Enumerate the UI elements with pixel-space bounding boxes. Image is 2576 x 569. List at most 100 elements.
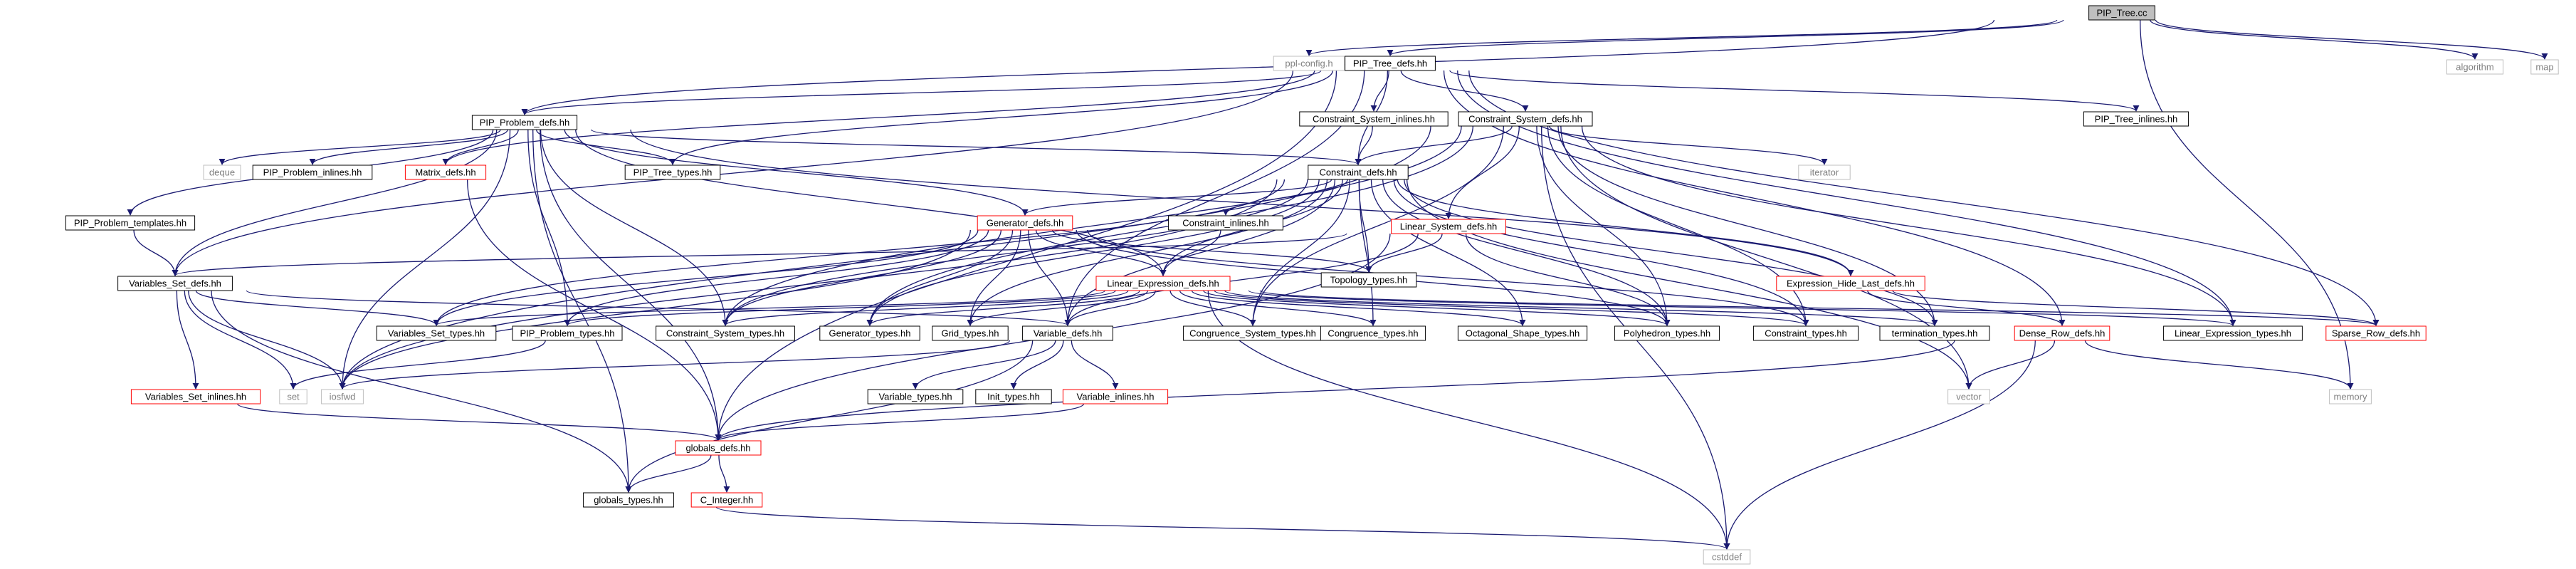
graph-node-variable-types-hh[interactable]: Variable_types.hh bbox=[867, 389, 964, 404]
node-label: ppl-config.h bbox=[1285, 58, 1332, 69]
include-edge bbox=[339, 129, 511, 390]
graph-node-congruence-system-types-hh[interactable]: Congruence_System_types.hh bbox=[1183, 325, 1323, 341]
node-label: Variable_types.hh bbox=[878, 392, 952, 402]
include-edge bbox=[1202, 290, 1671, 326]
node-label: iterator bbox=[1810, 167, 1839, 178]
graph-node-grid-types-hh[interactable]: Grid_types.hh bbox=[932, 325, 1009, 341]
graph-node-topology-types-hh[interactable]: Topology_types.hh bbox=[1320, 272, 1417, 288]
graph-node-linear-system-defs-hh[interactable]: Linear_System_defs.hh bbox=[1391, 219, 1506, 234]
node-label: Congruence_types.hh bbox=[1328, 328, 1418, 339]
node-box bbox=[1095, 276, 1231, 291]
graph-node-sparse-row-defs-hh[interactable]: Sparse_Row_defs.hh bbox=[2325, 325, 2427, 341]
graph-node-matrix-defs-hh[interactable]: Matrix_defs.hh bbox=[404, 165, 487, 180]
include-edge bbox=[564, 129, 1029, 216]
graph-node-variables-set-inlines-hh[interactable]: Variables_Set_inlines.hh bbox=[130, 389, 261, 404]
include-edge bbox=[1214, 290, 1809, 326]
node-label: Constraint_inlines.hh bbox=[1182, 218, 1268, 229]
graph-node-polyhedron-types-hh[interactable]: Polyhedron_types.hh bbox=[1614, 325, 1720, 341]
graph-node-termination-types-hh[interactable]: termination_types.hh bbox=[1879, 325, 1990, 341]
node-box bbox=[2088, 5, 2155, 21]
graph-node-congruence-types-hh[interactable]: Congruence_types.hh bbox=[1320, 325, 1426, 341]
graph-node-pip-problem-templates-hh[interactable]: PIP_Problem_templates.hh bbox=[65, 215, 196, 231]
include-edge bbox=[219, 129, 501, 165]
node-box bbox=[512, 325, 623, 341]
graph-node-dense-row-defs-hh[interactable]: Dense_Row_defs.hh bbox=[2014, 325, 2110, 341]
include-edge bbox=[172, 129, 498, 276]
include-edge bbox=[1370, 179, 1526, 326]
node-label: Congruence_System_types.hh bbox=[1189, 328, 1316, 339]
include-edge bbox=[466, 179, 722, 441]
graph-node-generator-defs-hh[interactable]: Generator_defs.hh bbox=[977, 215, 1073, 231]
include-edge bbox=[630, 129, 1854, 276]
node-label: Sparse_Row_defs.hh bbox=[2332, 328, 2420, 339]
graph-node-constraint-system-defs-hh[interactable]: Constraint_System_defs.hh bbox=[1458, 111, 1593, 127]
node-label: PIP_Problem_inlines.hh bbox=[263, 167, 362, 178]
graph-node-linear-expression-defs-hh[interactable]: Linear_Expression_defs.hh bbox=[1095, 276, 1231, 291]
node-box bbox=[404, 165, 487, 180]
include-edge bbox=[521, 70, 1322, 115]
include-edge bbox=[1259, 290, 2380, 326]
graph-node-expression-hide-last-defs-hh[interactable]: Expression_Hide_Last_defs.hh bbox=[1776, 276, 1925, 291]
include-edge bbox=[1071, 340, 1119, 390]
node-box bbox=[2325, 325, 2427, 341]
node-box bbox=[252, 165, 373, 180]
graph-node-globals-defs-hh[interactable]: globals_defs.hh bbox=[675, 440, 762, 456]
node-label: PIP_Problem_types.hh bbox=[520, 328, 615, 339]
include-edge bbox=[591, 129, 1362, 165]
include-edge bbox=[718, 454, 730, 493]
include-edge bbox=[172, 233, 1347, 276]
include-edge bbox=[722, 125, 1462, 326]
graph-node-ppl-config-h: ppl-config.h bbox=[1273, 56, 1345, 71]
node-box bbox=[2329, 389, 2372, 404]
node-label: PIP_Tree_inlines.hh bbox=[2095, 114, 2178, 125]
graph-node-constraint-system-inlines-hh[interactable]: Constraint_System_inlines.hh bbox=[1299, 111, 1449, 127]
include-edge bbox=[521, 19, 1995, 115]
graph-node-pip-problem-defs-hh[interactable]: PIP_Problem_defs.hh bbox=[471, 115, 578, 130]
graph-node-variables-set-types-hh[interactable]: Variables_Set_types.hh bbox=[376, 325, 497, 341]
node-label: PIP_Problem_defs.hh bbox=[480, 118, 569, 128]
include-edge bbox=[912, 340, 1056, 390]
graph-node-constraint-defs-hh[interactable]: Constraint_defs.hh bbox=[1308, 165, 1409, 180]
graph-node-pip-tree-cc[interactable]: PIP_Tree.cc bbox=[2088, 5, 2155, 21]
graph-node-octagonal-shape-types-hh[interactable]: Octagonal_Shape_types.hh bbox=[1457, 325, 1588, 341]
graph-node-pip-problem-types-hh[interactable]: PIP_Problem_types.hh bbox=[512, 325, 623, 341]
include-edge bbox=[2155, 19, 2548, 60]
node-box bbox=[376, 325, 497, 341]
graph-node-variable-inlines-hh[interactable]: Variable_inlines.hh bbox=[1062, 389, 1169, 404]
node-box bbox=[624, 165, 721, 180]
node-label: deque bbox=[209, 167, 235, 178]
include-edge bbox=[1035, 229, 1167, 276]
include-edge bbox=[1404, 179, 1938, 326]
graph-node-linear-expression-types-hh[interactable]: Linear_Expression_types.hh bbox=[2163, 325, 2303, 341]
graph-node-map: map bbox=[2530, 59, 2559, 75]
graph-node-constraint-system-types-hh[interactable]: Constraint_System_types.hh bbox=[656, 325, 795, 341]
graph-node-variable-defs-hh[interactable]: Variable_defs.hh bbox=[1022, 325, 1113, 341]
node-box bbox=[690, 492, 763, 508]
include-edge bbox=[1064, 179, 1336, 326]
graph-node-pip-tree-defs-hh[interactable]: PIP_Tree_defs.hh bbox=[1345, 56, 1436, 71]
node-box bbox=[1457, 325, 1588, 341]
graph-node-constraint-inlines-hh[interactable]: Constraint_inlines.hh bbox=[1168, 215, 1283, 231]
node-label: C_Integer.hh bbox=[700, 495, 753, 506]
graph-node-init-types-hh[interactable]: Init_types.hh bbox=[975, 389, 1052, 404]
node-label: Matrix_defs.hh bbox=[415, 167, 475, 178]
node-label: Linear_Expression_types.hh bbox=[2175, 328, 2291, 339]
graph-node-pip-tree-inlines-hh[interactable]: PIP_Tree_inlines.hh bbox=[2083, 111, 2189, 127]
graph-node-variables-set-defs-hh[interactable]: Variables_Set_defs.hh bbox=[117, 276, 233, 291]
include-edge bbox=[625, 454, 712, 493]
node-label: vector bbox=[1956, 392, 1982, 402]
include-edge bbox=[715, 340, 1955, 441]
node-box bbox=[1299, 111, 1449, 127]
node-label: Constraint_System_defs.hh bbox=[1468, 114, 1582, 125]
node-box bbox=[977, 215, 1073, 231]
include-edge bbox=[1179, 290, 1377, 326]
graph-node-pip-tree-types-hh[interactable]: PIP_Tree_types.hh bbox=[624, 165, 721, 180]
graph-node-pip-problem-inlines-hh[interactable]: PIP_Problem_inlines.hh bbox=[252, 165, 373, 180]
graph-node-globals-types-hh[interactable]: globals_types.hh bbox=[583, 492, 674, 508]
graph-node-generator-types-hh[interactable]: Generator_types.hh bbox=[819, 325, 920, 341]
include-edge bbox=[1892, 290, 2380, 326]
node-box bbox=[1614, 325, 1720, 341]
graph-node-c-integer-hh[interactable]: C_Integer.hh bbox=[690, 492, 763, 508]
graph-node-constraint-types-hh[interactable]: Constraint_types.hh bbox=[1752, 325, 1859, 341]
include-edge bbox=[1160, 229, 1221, 276]
